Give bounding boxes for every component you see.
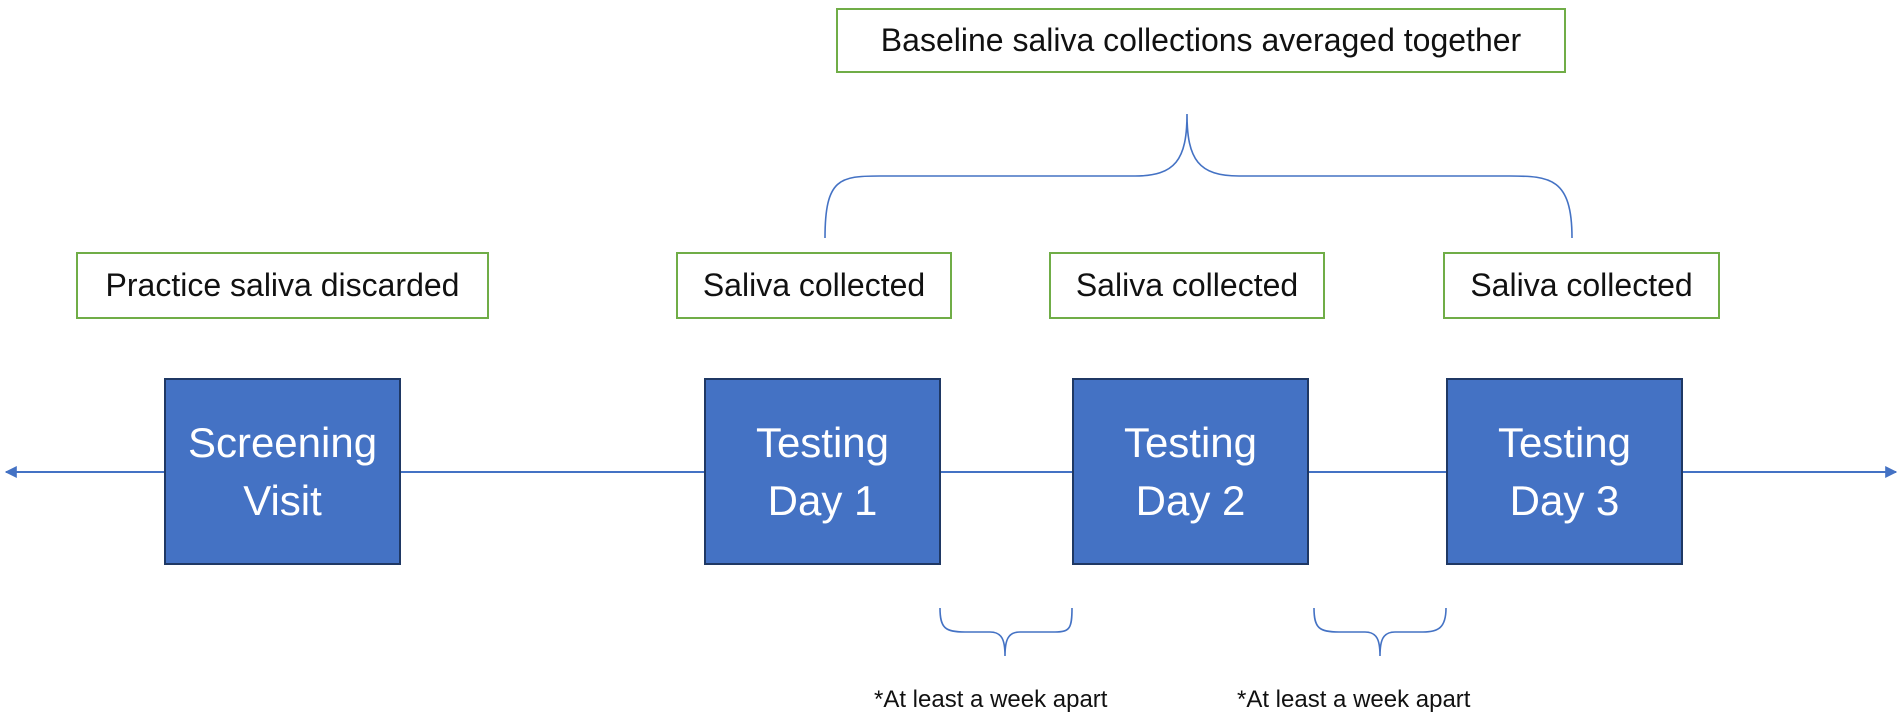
testing-day-3-line-1: Testing	[1497, 418, 1632, 466]
testing-day-2-line-1: Testing	[1123, 418, 1258, 466]
testing-day-1-line-1: Testing	[755, 418, 890, 466]
gap-label-1: *At least a week apart	[874, 686, 1108, 713]
screening-visit-line-1: Screening	[187, 418, 378, 466]
testing-day-2-line-2: Day 2	[1135, 476, 1246, 524]
baseline-brace	[824, 113, 1573, 239]
screening-visit-line-2: Visit	[243, 476, 322, 524]
saliva-note-day-1: Saliva collected	[676, 252, 952, 319]
testing-day-2-box: Testing Day 2	[1072, 378, 1309, 565]
screening-visit-box: Screening Visit	[164, 378, 401, 565]
saliva-label-day-3: Saliva collected	[1470, 267, 1693, 303]
practice-saliva-label: Practice saliva discarded	[105, 267, 460, 303]
gap-brace-2	[1313, 607, 1447, 657]
practice-saliva-note: Practice saliva discarded	[76, 252, 489, 319]
saliva-label-day-2: Saliva collected	[1075, 267, 1299, 303]
gap-label-2: *At least a week apart	[1237, 686, 1471, 713]
testing-day-3-line-2: Day 3	[1509, 476, 1620, 524]
testing-day-1-line-2: Day 1	[767, 476, 878, 524]
gap-brace-1	[939, 607, 1073, 657]
baseline-average-label: Baseline saliva collections averaged tog…	[880, 22, 1522, 58]
testing-day-3-box: Testing Day 3	[1446, 378, 1683, 565]
testing-day-1-box: Testing Day 1	[704, 378, 941, 565]
saliva-note-day-3: Saliva collected	[1443, 252, 1720, 319]
baseline-average-note: Baseline saliva collections averaged tog…	[836, 8, 1566, 73]
saliva-note-day-2: Saliva collected	[1049, 252, 1325, 319]
saliva-label-day-1: Saliva collected	[702, 267, 926, 303]
